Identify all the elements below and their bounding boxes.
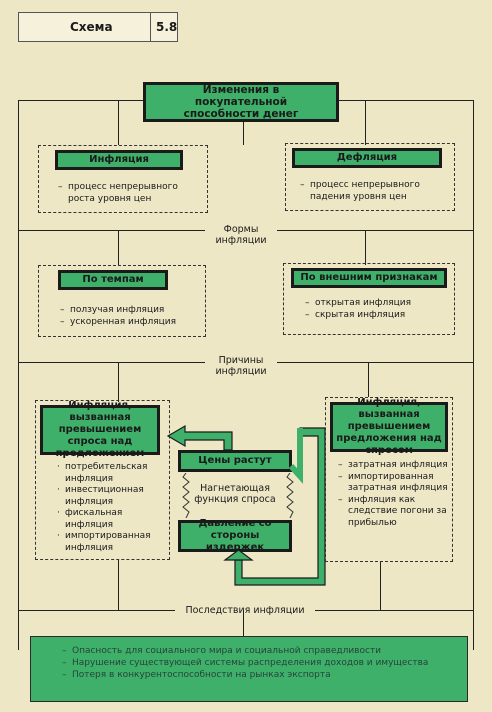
deflation-title: Дефляция (292, 148, 442, 168)
header-divider (150, 12, 151, 42)
demand-pull-title: Инфляция, вызванная превышением спроса н… (40, 400, 160, 459)
frame-left-line (18, 100, 19, 650)
by-signs-group (283, 263, 455, 335)
zigzag-left (182, 473, 190, 518)
list-item: инфляция как следствие погони за прибыль… (338, 495, 450, 530)
forms-label: Формы инфляции (205, 224, 277, 246)
arrow-cost-to-prices-icon (223, 427, 326, 586)
causes-label: Причины инфляции (205, 355, 277, 377)
consequences-list: Опасность для социального мира и социаль… (62, 645, 462, 681)
list-item: инвестиционная инфляция (55, 485, 170, 508)
purchasing-power-box: Изменения в покупательной способности де… (143, 82, 339, 122)
list-item: процесс непрерывного падения уровня цен (300, 180, 445, 203)
list-item: фискальная инфляция (55, 508, 170, 531)
inflation-title: Инфляция (55, 150, 183, 170)
deflation-group (285, 143, 455, 211)
header-box (18, 12, 178, 42)
demand-pull-items: потребительская инфляция инвестиционная … (55, 462, 170, 554)
list-item: Потеря в конкурентоспособности на рынках… (62, 669, 462, 681)
by-pace-group (38, 265, 206, 337)
list-item: открытая инфляция (305, 298, 445, 310)
by-signs-title: По внешним признакам (291, 268, 447, 288)
deflation-items: процесс непрерывного падения уровня цен (300, 180, 445, 203)
cost-push-items: затратная инфляция импортированная затра… (338, 460, 450, 529)
list-item: импортированная инфляция (55, 531, 170, 554)
connector-consequences-right (380, 562, 381, 610)
inflation-group (38, 145, 208, 213)
header-label: Схема (70, 20, 113, 34)
list-item: Нарушение существующей системы распредел… (62, 657, 462, 669)
connector-top-right (365, 100, 366, 145)
arrow-prices-to-demand-icon (166, 424, 233, 451)
list-item: затратная инфляция (338, 460, 450, 472)
connector-top-left (118, 100, 119, 145)
cost-push-group (325, 397, 453, 562)
connector-forms-left (118, 230, 119, 265)
frame-right-line (473, 100, 474, 650)
cost-pressure-box: Давление со стороны издержек (178, 518, 292, 553)
connector-causes-left (118, 362, 119, 402)
list-item: процесс непрерывного роста уровня цен (58, 182, 198, 205)
prices-rise-box: Цены растут (178, 450, 292, 472)
pumping-label: Нагнетающая функция спроса (194, 483, 276, 505)
list-item: ползучая инфляция (60, 305, 200, 317)
connector-top-center (243, 120, 244, 145)
list-item: ускоренная инфляция (60, 317, 200, 329)
inflation-items: процесс непрерывного роста уровня цен (58, 182, 198, 205)
by-signs-items: открытая инфляция скрытая инфляция (305, 298, 445, 321)
cost-push-title: Инфляция, вызванная превышением предложе… (330, 397, 448, 456)
list-item: Опасность для социального мира и социаль… (62, 645, 462, 657)
list-item: потребительская инфляция (55, 462, 170, 485)
list-item: импортированная затратная инфляция (338, 472, 450, 495)
header-number: 5.8 (156, 20, 178, 34)
by-pace-title: По темпам (58, 270, 168, 290)
connector-causes-right (368, 362, 369, 397)
connector-forms-right (365, 230, 366, 265)
list-item: скрытая инфляция (305, 310, 445, 322)
by-pace-items: ползучая инфляция ускоренная инфляция (60, 305, 200, 328)
zigzag-right (286, 473, 294, 518)
connector-consequences-left (118, 560, 119, 610)
consequences-label: Последствия инфляции (175, 605, 315, 616)
connector-consequences-bottom (243, 610, 244, 638)
